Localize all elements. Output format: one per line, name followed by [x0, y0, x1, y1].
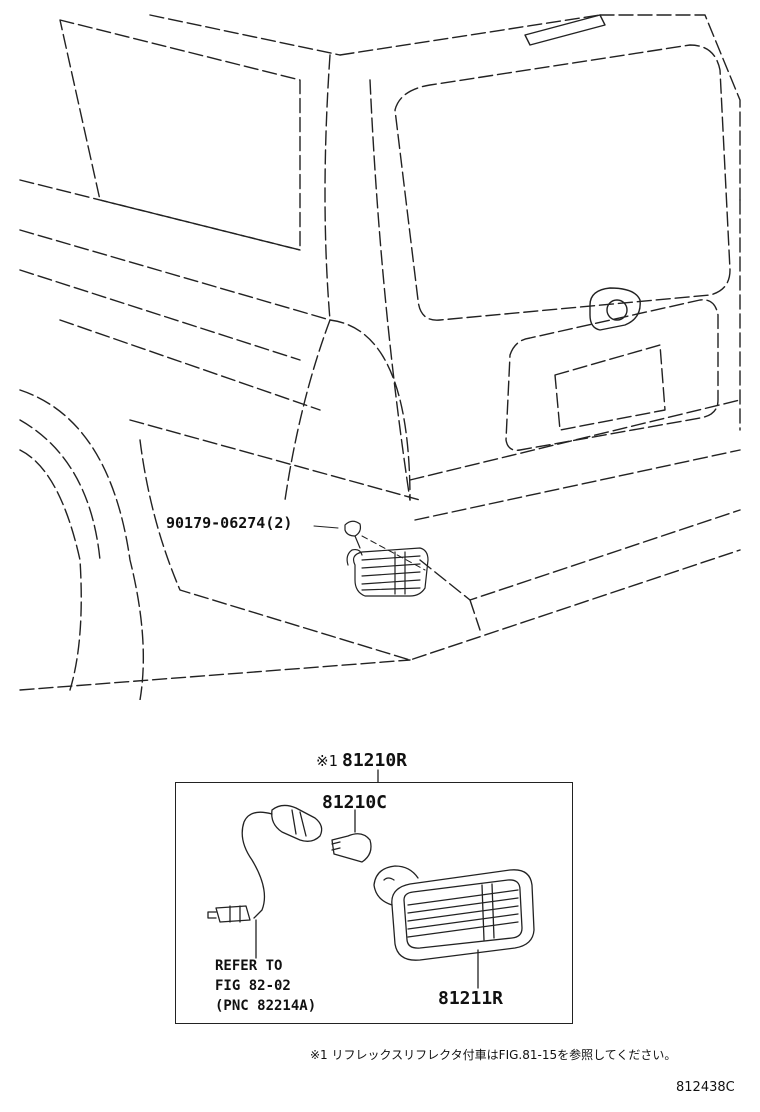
footnote: ※1 リフレックスリフレクタ付車はFIG.81-15を参照してください。	[310, 1048, 677, 1062]
refer-note-line1: REFER TO	[215, 958, 283, 974]
refer-note-line2: FIG 82-02	[215, 978, 291, 994]
bulb-part-number: 81210C	[322, 792, 388, 813]
assembly-part-number: 81210R	[342, 750, 408, 771]
vehicle-rear-drawing	[19, 14, 741, 700]
detail-box	[175, 782, 573, 1024]
lens-part-number: 81211R	[438, 988, 504, 1009]
clip-part-number: 90179-06274(2)	[166, 514, 293, 532]
figure-code: 812438C	[676, 1080, 735, 1095]
refer-note-line3: (PNC 82214A)	[215, 998, 317, 1014]
assembly-prefix: ※1	[316, 752, 338, 770]
